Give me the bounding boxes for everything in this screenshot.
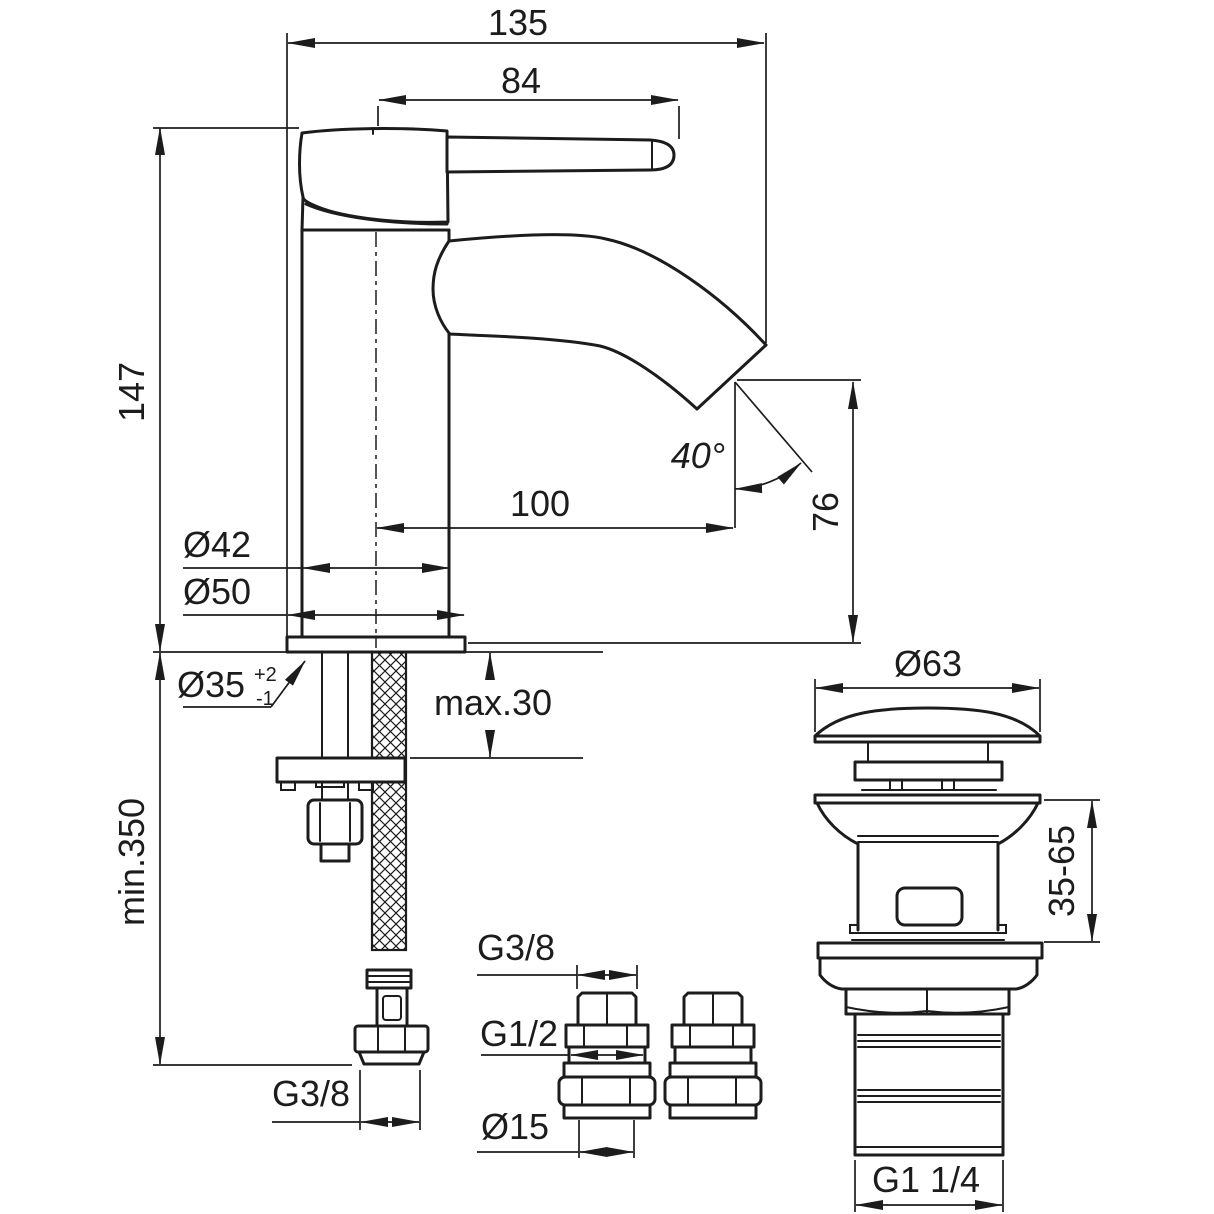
waste-body	[815, 801, 1040, 941]
dim-height: 147	[111, 362, 152, 422]
adapter-right	[663, 991, 763, 1120]
dim-handle-length: 84	[501, 60, 541, 101]
dim-adapter-pipe: Ø15	[481, 1106, 549, 1147]
dim-spout-height: 76	[805, 492, 846, 532]
fixing-nut	[306, 798, 364, 863]
dim-adapter-thread-top: G3/8	[477, 927, 555, 968]
waste-flange	[816, 941, 1044, 991]
dim-spout-angle: 40°	[671, 435, 725, 476]
dim-adapter-thread-mid: G1/2	[480, 1013, 558, 1054]
dim-hose-min-length: min.350	[111, 798, 152, 926]
dim-body-diameter: Ø42	[183, 524, 251, 565]
dim-base-diameter: Ø50	[183, 571, 251, 612]
dim-spout-reach: 100	[510, 483, 570, 524]
lever-handle	[298, 127, 676, 232]
faucet-dimensions: 135 84 147 min.350 Ø42 Ø50 Ø35 +2 -1 ma	[111, 2, 861, 1130]
dim-hole-tol-minus: -1	[256, 688, 274, 710]
dim-deck-thickness: max.30	[434, 682, 552, 723]
dim-hole-tol-plus: +2	[254, 664, 277, 686]
dim-hole-diameter: Ø35	[177, 664, 245, 705]
spout-outlet-face	[695, 343, 768, 411]
pop-up-waste: Ø63 35-65 G1 1/4	[813, 643, 1100, 1212]
adapter-fittings: G3/8 G1/2 Ø15	[477, 927, 763, 1158]
dim-hose-thread: G3/8	[272, 1073, 350, 1114]
dim-waste-thread: G1 1/4	[872, 1159, 980, 1200]
faucet-assembly	[275, 127, 768, 1066]
dim-waste-cap-diameter: Ø63	[894, 643, 962, 684]
handle-lever	[445, 135, 676, 174]
handle-collar	[304, 202, 449, 226]
spout	[447, 233, 768, 411]
waste-threaded-tail	[853, 1012, 1005, 1157]
mounting-bracket	[275, 756, 407, 791]
dim-overall-width: 135	[488, 2, 548, 43]
waste-hex	[844, 987, 1011, 1016]
waste-cap	[813, 706, 1042, 805]
hose-end-fitting	[353, 968, 430, 1066]
spout-root-curve	[431, 239, 451, 335]
waste-window	[895, 886, 964, 927]
dim-waste-height-range: 35-65	[1041, 825, 1082, 917]
